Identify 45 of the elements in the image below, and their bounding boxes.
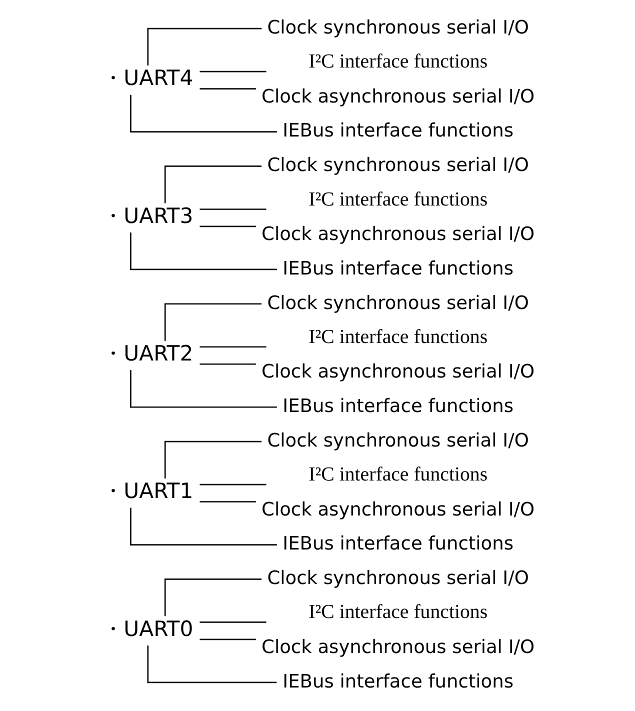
connector	[164, 578, 262, 616]
node-text: ・UART0	[102, 616, 193, 641]
connector	[146, 28, 262, 66]
connector	[164, 166, 262, 204]
connector	[199, 208, 266, 210]
connector	[130, 232, 276, 270]
connector	[164, 440, 262, 478]
node-text: I²C interface functions	[308, 464, 488, 486]
node-text: IEBus interface functions	[282, 396, 514, 418]
node-text: IEBus interface functions	[282, 258, 514, 280]
node-text: ・UART1	[102, 478, 193, 504]
connector	[146, 645, 276, 684]
node-text: I²C interface functions	[308, 188, 488, 210]
node-text: Clock asynchronous serial I/O	[261, 224, 534, 245]
node-text: I²C interface functions	[308, 50, 488, 73]
connector	[199, 70, 266, 72]
node-text: Clock asynchronous serial I/O	[261, 636, 534, 658]
connector	[130, 94, 276, 132]
connector	[164, 303, 262, 341]
node-text: Clock asynchronous serial I/O	[261, 499, 534, 520]
node-text: Clock asynchronous serial I/O	[261, 362, 534, 383]
node-text: Clock synchronous serial I/O	[266, 155, 528, 176]
node-text: Clock synchronous serial I/O	[266, 568, 528, 590]
node-text: IEBus interface functions	[282, 120, 514, 142]
node-text: IEBus interface functions	[282, 534, 514, 555]
node-text: I²C interface functions	[308, 326, 488, 348]
connector	[130, 508, 276, 546]
node-text: Clock synchronous serial I/O	[266, 430, 528, 452]
node-text: Clock synchronous serial I/O	[266, 292, 528, 314]
connector	[130, 370, 276, 408]
connector	[199, 638, 256, 640]
node-text: Clock asynchronous serial I/O	[261, 86, 534, 108]
node-text: ・UART2	[102, 340, 193, 366]
connector	[199, 226, 256, 228]
node-text: ・UART3	[102, 202, 193, 228]
node-text: I²C interface functions	[308, 601, 488, 624]
connector	[199, 346, 266, 348]
node-text: IEBus interface functions	[282, 671, 514, 692]
node-text: ・UART4	[102, 65, 193, 90]
node-text: Clock synchronous serial I/O	[266, 17, 528, 38]
connector	[199, 501, 256, 502]
connector	[199, 363, 256, 365]
connector	[199, 484, 266, 486]
connector	[199, 88, 256, 90]
connector	[199, 622, 266, 623]
